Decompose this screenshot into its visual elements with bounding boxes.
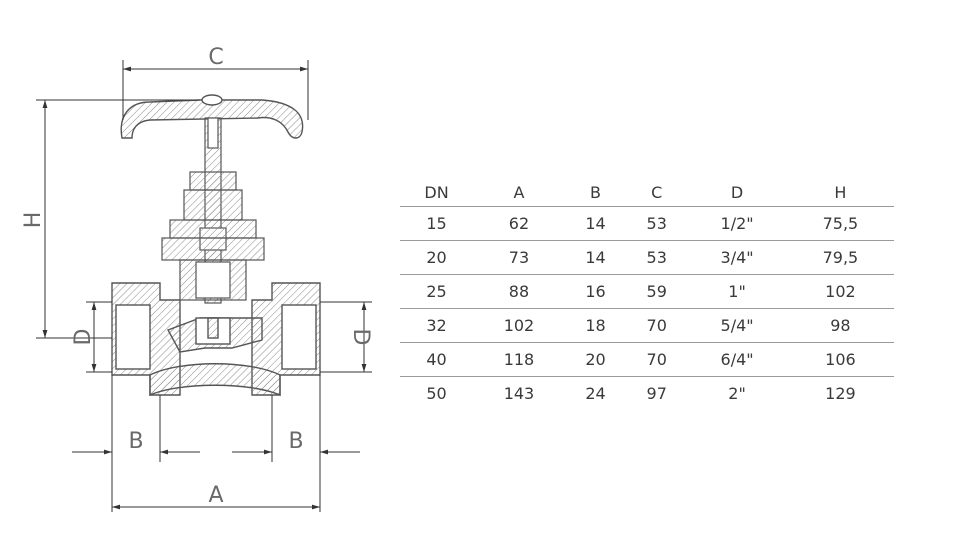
table-cell: 102 bbox=[786, 274, 894, 309]
table-cell: 50 bbox=[426, 384, 447, 403]
table-cell: 25 bbox=[400, 274, 474, 309]
table-cell: 70 bbox=[626, 308, 688, 343]
table-cell: 75,5 bbox=[786, 206, 894, 241]
table-cell: 15 bbox=[400, 206, 474, 241]
valve-body bbox=[111, 282, 321, 397]
dimension-d-right bbox=[320, 301, 372, 373]
table-cell: 14 bbox=[564, 206, 627, 241]
table-row: 25 88 16 59 1" 102 bbox=[400, 274, 894, 309]
table-cell: 24 bbox=[585, 384, 606, 403]
table-cell: 32 bbox=[400, 308, 474, 343]
table-cell: 14 bbox=[564, 240, 627, 275]
table-header-row: DN A B C D H bbox=[400, 178, 894, 207]
label-b-right: B bbox=[288, 429, 303, 454]
table-cell: 97 bbox=[646, 384, 667, 403]
label-b-left: B bbox=[128, 429, 143, 454]
header-h: H bbox=[786, 178, 894, 207]
table-row: 32 102 18 70 5/4" 98 bbox=[400, 308, 894, 343]
table-cell: 1" bbox=[687, 274, 787, 309]
header-b: B bbox=[564, 178, 627, 207]
header-d: D bbox=[687, 178, 787, 207]
label-d-left: D bbox=[71, 329, 96, 346]
dimension-h bbox=[36, 99, 200, 339]
table-cell: 143 bbox=[503, 384, 535, 403]
table-cell: 129 bbox=[825, 384, 856, 403]
table-cell: 79,5 bbox=[786, 240, 894, 275]
table-cell: 88 bbox=[473, 274, 565, 309]
table-cell: 6/4" bbox=[687, 342, 787, 377]
table-cell: 1/2" bbox=[687, 206, 787, 241]
table-cell: 102 bbox=[473, 308, 565, 343]
table-cell: 40 bbox=[400, 342, 474, 377]
label-d-right: D bbox=[348, 329, 373, 346]
handwheel bbox=[120, 94, 304, 139]
table-cell: 18 bbox=[564, 308, 627, 343]
table-row: 20 73 14 53 3/4" 79,5 bbox=[400, 240, 894, 275]
table-cell: 73 bbox=[473, 240, 565, 275]
table-row: 50 143 24 97 2" 129 bbox=[400, 377, 894, 411]
dimension-b bbox=[72, 375, 360, 512]
header-dn: DN bbox=[400, 178, 474, 207]
label-c: C bbox=[208, 45, 223, 70]
table-cell: 53 bbox=[626, 206, 688, 241]
valve-drawing: C H D D B B A bbox=[21, 45, 373, 512]
table-cell: 62 bbox=[473, 206, 565, 241]
table-cell: 70 bbox=[626, 342, 688, 377]
table-row: 40 118 20 70 6/4" 106 bbox=[400, 342, 894, 377]
header-c: C bbox=[626, 178, 688, 207]
table-cell: 20 bbox=[400, 240, 474, 275]
dimensions-table: DN A B C D H 15 62 14 53 1/2" 75,5 20 73… bbox=[400, 178, 894, 410]
table-cell: 98 bbox=[786, 308, 894, 343]
table-cell: 53 bbox=[626, 240, 688, 275]
label-a: A bbox=[208, 483, 223, 508]
table-cell: 5/4" bbox=[687, 308, 787, 343]
dimension-d-left bbox=[86, 301, 112, 373]
table-row: 15 62 14 53 1/2" 75,5 bbox=[400, 206, 894, 241]
table-cell: 59 bbox=[626, 274, 688, 309]
table-cell: 16 bbox=[564, 274, 627, 309]
table-cell: 20 bbox=[564, 342, 627, 377]
table-cell: 2" bbox=[728, 384, 746, 403]
table-cell: 118 bbox=[473, 342, 565, 377]
dimension-c bbox=[122, 60, 309, 120]
header-a: A bbox=[473, 178, 565, 207]
table-cell: 106 bbox=[786, 342, 894, 377]
label-h: H bbox=[21, 212, 46, 229]
bonnet bbox=[161, 171, 265, 301]
table-cell: 3/4" bbox=[687, 240, 787, 275]
